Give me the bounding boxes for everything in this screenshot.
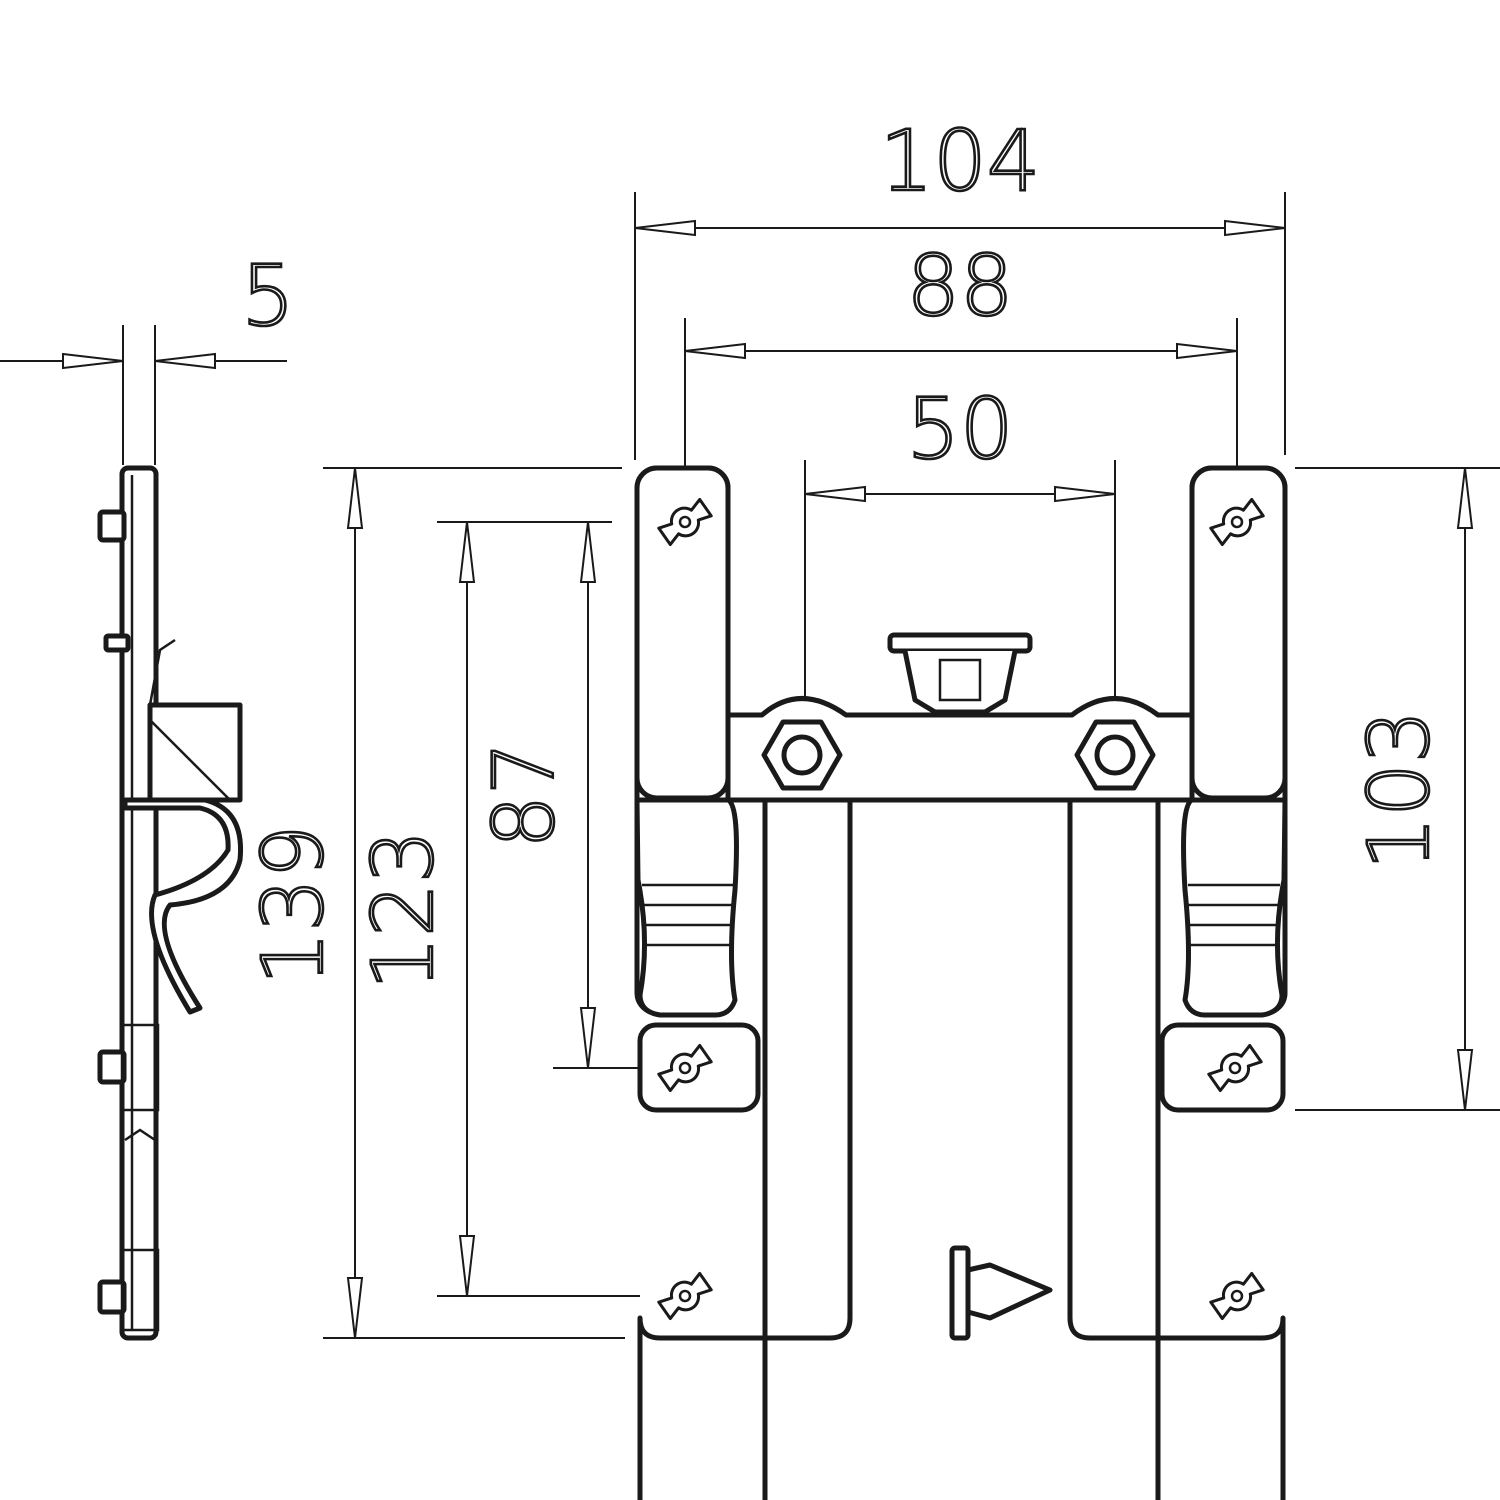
- screw-hole-icon: [657, 1271, 713, 1321]
- right-grip: [1181, 797, 1288, 1018]
- dimension-5: 5: [0, 246, 296, 465]
- dimension-50: 50: [804, 379, 1116, 705]
- front-view: [634, 465, 1288, 1500]
- dimension-123: 123: [323, 467, 625, 1339]
- grip-ribs: [642, 883, 1280, 947]
- dimension-label-88: 88: [907, 237, 1014, 335]
- screw-hole-icon: [1209, 497, 1265, 547]
- right-l-support-leg: [1067, 797, 1286, 1500]
- screw-hole-icons: [657, 497, 1265, 1321]
- screw-hole-icon: [657, 497, 713, 547]
- dimension-88: 88: [684, 236, 1238, 490]
- bottom-clip: [949, 1245, 1053, 1341]
- dimension-label-139: 139: [244, 825, 342, 985]
- left-l-support-leg: [637, 797, 853, 1500]
- screw-hole-icon: [1207, 1043, 1263, 1093]
- left-grip: [634, 797, 739, 1018]
- dimension-label-103: 103: [1350, 710, 1448, 870]
- dimension-label-123: 123: [354, 830, 452, 990]
- dimension-139: 139: [243, 824, 344, 987]
- dimension-label-104: 104: [880, 112, 1040, 210]
- dimension-104: 104: [634, 111, 1286, 460]
- dimension-label-5: 5: [241, 247, 294, 345]
- dimension-label-50: 50: [907, 380, 1014, 478]
- dimension-label-87: 87: [475, 742, 573, 849]
- side-view: [97, 465, 244, 1341]
- top-clip: [887, 632, 1033, 715]
- screw-hole-icon: [1209, 1271, 1265, 1321]
- left-nut-icon: [761, 719, 843, 791]
- crossbar: [725, 696, 1195, 803]
- dimension-87: 87: [437, 521, 640, 1297]
- screw-hole-icon: [657, 1043, 713, 1093]
- dimension-103: 103: [1295, 467, 1500, 1111]
- right-nut-icon: [1074, 719, 1156, 791]
